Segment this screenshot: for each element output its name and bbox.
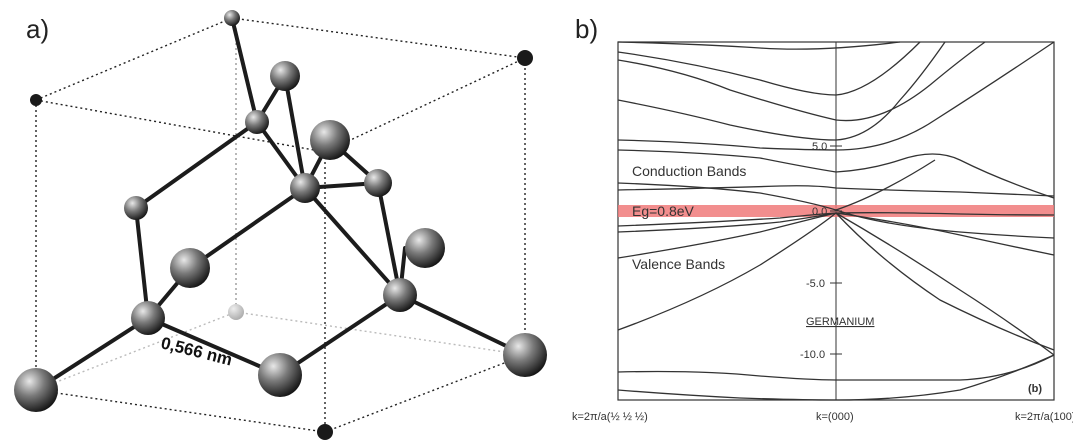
atom — [258, 353, 302, 397]
y-tick-label: 0.0 — [812, 206, 827, 218]
y-tick-label: -5.0 — [806, 278, 825, 290]
x-tick-label: k=2π/a(100) — [1015, 411, 1073, 423]
atom-hidden — [228, 304, 244, 320]
atom — [310, 120, 350, 160]
material-label: GERMANIUM — [806, 316, 874, 328]
atoms — [14, 10, 547, 440]
atom — [131, 301, 165, 335]
atom — [290, 173, 320, 203]
band-structure-plot: 5.0 0.0 -5.0 -10.0 k=2π/a(½ ½ ½) k=(000)… — [572, 41, 1073, 423]
atom — [124, 196, 148, 220]
unit-cube — [35, 17, 526, 433]
atom — [383, 278, 417, 312]
atom-corner — [30, 94, 42, 106]
atom — [405, 228, 445, 268]
x-tick-label: k=(000) — [816, 411, 854, 423]
atom — [245, 110, 269, 134]
x-tick-label: k=2π/a(½ ½ ½) — [572, 411, 648, 423]
crystal-structure: 0,566 nm — [14, 10, 547, 440]
atom-corner — [503, 333, 547, 377]
y-tick-label: -10.0 — [800, 349, 825, 361]
valence-bands-label: Valence Bands — [632, 256, 725, 272]
atom-corner — [14, 368, 58, 412]
atom-corner — [517, 50, 533, 66]
atom-corner — [224, 10, 240, 26]
panel-b-label: b) — [575, 14, 599, 44]
conduction-bands-label: Conduction Bands — [632, 163, 746, 179]
y-axis-ticks: 5.0 0.0 -5.0 -10.0 — [800, 141, 842, 361]
atom-corner — [317, 424, 333, 440]
atom — [170, 248, 210, 288]
energy-bands — [617, 41, 1055, 401]
x-axis-ticks: k=2π/a(½ ½ ½) k=(000) k=2π/a(100) — [572, 411, 1073, 423]
subfigure-tag: (b) — [1028, 383, 1042, 395]
band-gap-label: Eg=0.8eV — [632, 203, 695, 219]
y-tick-label: 5.0 — [812, 141, 827, 153]
atom — [270, 61, 300, 91]
panel-a-label: a) — [26, 14, 50, 44]
atom — [364, 169, 392, 197]
